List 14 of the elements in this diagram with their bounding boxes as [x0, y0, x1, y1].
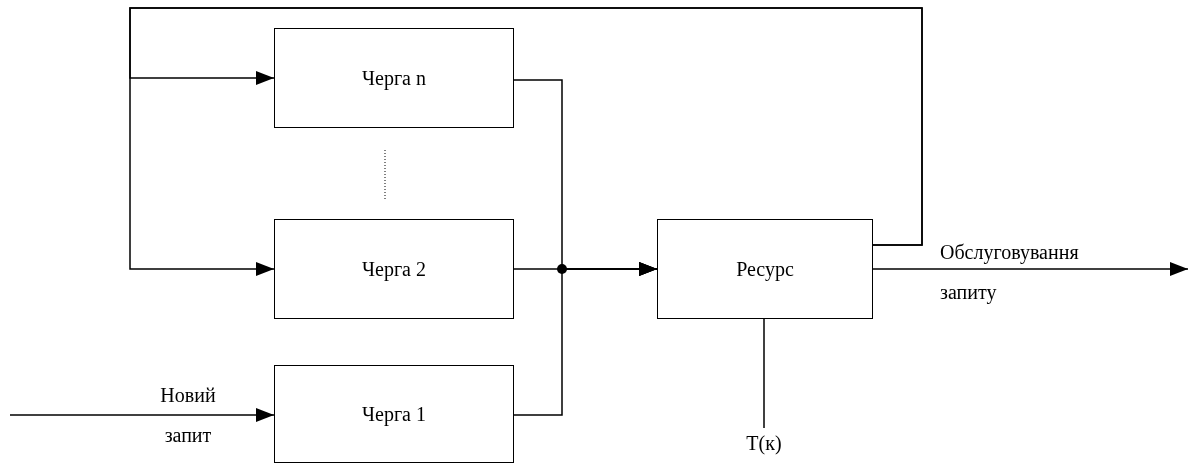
box-label: Черга 1 — [362, 402, 426, 426]
arrow — [513, 262, 658, 416]
box-label: Черга n — [362, 66, 426, 90]
process-box — [657, 219, 873, 319]
box-label: Ресурс — [736, 257, 794, 281]
process-box — [274, 28, 514, 128]
box-label: Черга 2 — [362, 257, 426, 281]
edge-label: Обслуговування запиту — [940, 240, 1080, 306]
process-box — [274, 365, 514, 463]
node-label: T(к) — [738, 428, 790, 458]
edge-label: Новий запит — [159, 383, 217, 448]
process-box — [274, 219, 514, 319]
arrow — [9, 408, 275, 422]
arrow — [872, 262, 1189, 276]
